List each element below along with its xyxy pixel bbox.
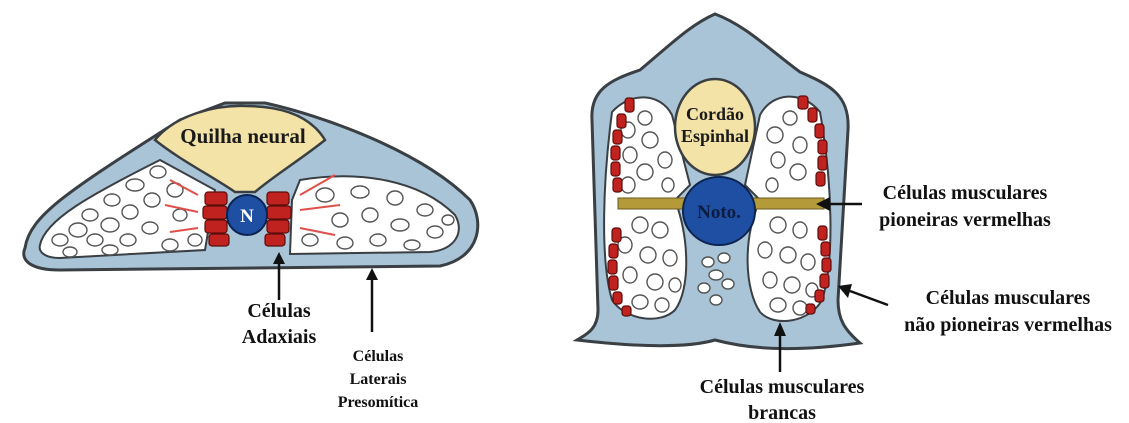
right-notochord-label: Noto. [697, 202, 741, 223]
right-cross-section: Cordão Espinhal Noto. Células musculares… [577, 14, 1112, 423]
pioneer-label-line1: Células musculares [883, 182, 1048, 204]
lateral-label-line3: Presomítica [338, 394, 419, 411]
adaxial-label-line1: Células [247, 300, 311, 322]
white-muscle-label-line2: brancas [748, 402, 816, 423]
pioneer-band-left [618, 198, 686, 209]
pioneer-band-right [752, 198, 824, 209]
left-cross-section: Quilha neural N Células Adaxiais Cé [24, 103, 478, 411]
nonpioneer-label-line1: Células musculares [926, 287, 1091, 309]
lateral-label-line1: Células [353, 348, 404, 365]
adaxial-label-line2: Adaxiais [242, 326, 317, 348]
lateral-label-line2: Laterais [350, 371, 407, 388]
white-muscle-label-line1: Células musculares [700, 376, 865, 398]
nonpioneer-label-line2: não pioneiras vermelhas [904, 314, 1112, 336]
nonpioneer-arrow [838, 284, 888, 305]
lateral-arrow [366, 268, 378, 332]
spinal-cord-label-line2: Espinhal [681, 126, 749, 146]
neural-keel-label: Quilha neural [180, 124, 306, 148]
pioneer-label-line2: pioneiras vermelhas [879, 209, 1051, 231]
left-notochord-label: N [240, 206, 254, 227]
spinal-cord-label-line1: Cordão [686, 104, 744, 124]
